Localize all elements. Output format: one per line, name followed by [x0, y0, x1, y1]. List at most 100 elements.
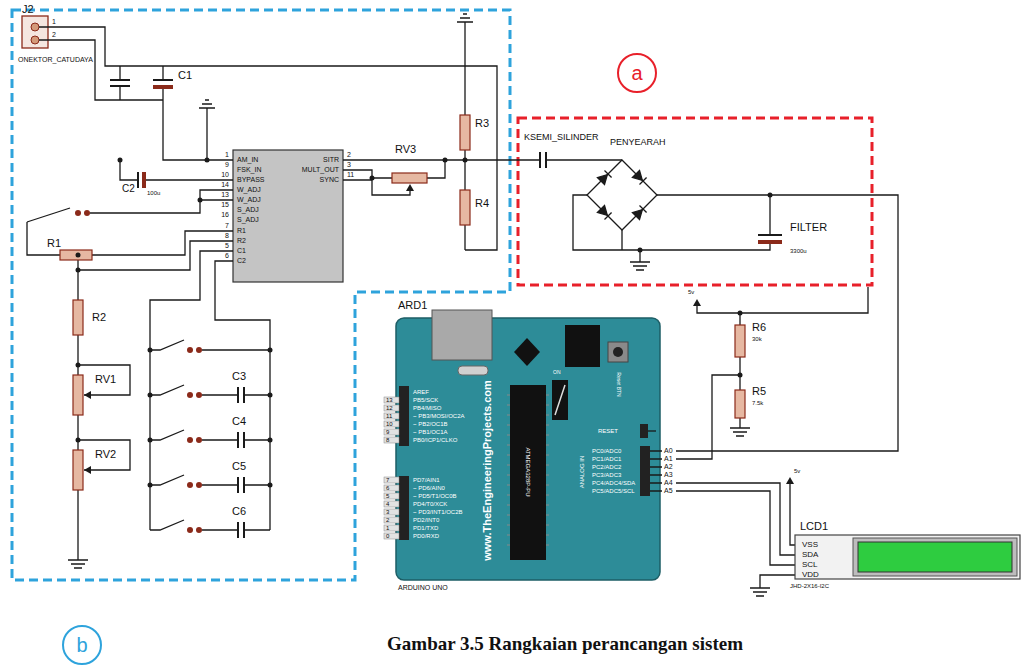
schematic-label: C1 — [237, 247, 246, 254]
schematic-label: ~ PD3/INT1/OC2B — [413, 509, 463, 515]
schematic-label: 10 — [221, 171, 229, 178]
figure-caption: Gambar 3.5 Rangkaian perancangan sistem — [387, 634, 743, 655]
schematic-label: 2 — [347, 151, 351, 158]
schematic-label: 14 — [221, 181, 229, 188]
schematic-label: R5 — [752, 386, 766, 397]
region-outline — [518, 118, 872, 285]
schematic-label: PC0/ADC0 — [592, 448, 621, 454]
schematic-label: ANALOG IN — [579, 456, 585, 489]
wiper-arrow — [84, 184, 414, 474]
schematic-label: RV2 — [95, 449, 116, 460]
schematic-label: C5 — [232, 461, 246, 472]
schematic-label: www.TheEngineeringProjects.com — [482, 380, 493, 561]
diode-symbol — [597, 170, 646, 219]
connector-symbol — [22, 16, 48, 48]
schematic-label: ARDUINO UNO — [398, 584, 448, 591]
schematic-label: 1 — [225, 151, 229, 158]
schematic-label: PD7/AIN1 — [413, 477, 440, 483]
schematic-label: Reset BTN — [615, 372, 620, 396]
capacitor-symbol — [110, 80, 782, 538]
schematic-label: A3 — [664, 471, 673, 478]
schematic-label: VSS — [802, 541, 818, 549]
schematic-label: 7.5k — [752, 400, 763, 406]
schematic-label: ARD1 — [398, 300, 427, 311]
schematic-label: LCD1 — [800, 521, 828, 532]
schematic-label: C3 — [232, 371, 246, 382]
switch-contact — [75, 210, 202, 533]
wire — [27, 22, 898, 588]
schematic-label: 1 — [52, 18, 56, 25]
schematic-label: PD4/T0/XCK — [413, 501, 447, 507]
schematic-label: 11 — [386, 413, 392, 419]
schematic-label: 0 — [386, 533, 389, 539]
arduino-board — [384, 310, 660, 580]
schematic-label: MULT_OUT — [302, 166, 339, 173]
schematic-label: 1 — [386, 525, 389, 531]
schematic-label: R4 — [475, 198, 489, 209]
supply-arrow — [693, 299, 794, 484]
schematic-label: W_ADJ — [237, 196, 261, 203]
schematic-label: 12 — [386, 405, 393, 411]
schematic-label: 3 — [347, 161, 351, 168]
schematic-label: 30k — [752, 336, 762, 342]
schematic-label: R1 — [47, 238, 61, 249]
schematic-label: 3300u — [790, 248, 807, 254]
schematic-label: 11 — [347, 171, 354, 178]
schematic-label: C1 — [178, 70, 192, 81]
schematic-label: ~ PD5/T1/OC0B — [413, 493, 457, 499]
schematic-label: PB4/MISO — [413, 405, 441, 411]
schematic-label: SITR — [323, 156, 339, 163]
schematic-label: R3 — [475, 118, 489, 129]
schematic-label: AM_IN — [237, 156, 258, 163]
schematic-label: SCL — [802, 561, 818, 569]
schematic-label: BYPASS — [237, 176, 265, 183]
callout-letter: b — [76, 635, 87, 655]
schematic-label: PD1/TXD — [413, 525, 438, 531]
schematic-label: VDD — [802, 571, 819, 579]
schematic-label: AREF — [413, 389, 429, 395]
lcd-module — [795, 535, 1020, 579]
schematic-label: RV3 — [395, 144, 416, 155]
schematic-label: 8 — [225, 232, 229, 239]
schematic-label: PB5/SCK — [413, 397, 438, 403]
schematic-label: C4 — [232, 416, 246, 427]
schematic-label: FSK_IN — [237, 166, 262, 173]
schematic-label: A4 — [664, 479, 673, 486]
schematic-label: FILTER — [790, 222, 827, 233]
schematic-label: KSEMI_SILINDER — [524, 133, 599, 142]
capacitor-symbol — [142, 85, 782, 244]
ic-body — [233, 150, 343, 282]
schematic-label: ON — [553, 370, 561, 375]
schematic-label: 7 — [225, 222, 229, 229]
schematic-label: 5 — [225, 242, 229, 249]
schematic-label: C2 — [122, 184, 135, 194]
schematic-label: S_ADJ — [237, 216, 259, 223]
schematic-label: PC4/ADC4/SDA — [592, 480, 635, 486]
junction-dot — [76, 158, 773, 488]
schematic-label: 13 — [386, 397, 393, 403]
schematic-label: RESET — [598, 428, 618, 434]
schematic-label: ~ PD6/AIN0 — [413, 485, 445, 491]
schematic-label: A2 — [664, 463, 673, 470]
schematic-label: SYNC — [320, 176, 339, 183]
callout-circle: a — [617, 53, 657, 93]
schematic-label: 5v — [688, 289, 694, 295]
schematic-label: R2 — [237, 237, 246, 244]
schematic-label: 4 — [386, 501, 389, 507]
schematic-label: PC5/ADC5/SCL — [592, 488, 635, 494]
schematic-label: A0 — [664, 447, 673, 454]
schematic-label: SDA — [802, 551, 818, 559]
schematic-label: ~ PB3/MOSI/OC2A — [413, 413, 465, 419]
schematic-label: 6 — [225, 252, 229, 259]
schematic-label: PC1/ADC1 — [592, 456, 621, 462]
callout-circle: b — [62, 625, 102, 665]
schematic-label: PB0/ICP1/CLKO — [413, 437, 457, 443]
schematic-label: 5v — [794, 468, 800, 474]
schematic-label: PC2/ADC2 — [592, 464, 621, 470]
schematic-label: C6 — [232, 506, 246, 517]
schematic-label: J2 — [22, 4, 34, 15]
schematic-label: 5 — [386, 493, 389, 499]
schematic-label: PENYEARAH — [610, 138, 666, 147]
